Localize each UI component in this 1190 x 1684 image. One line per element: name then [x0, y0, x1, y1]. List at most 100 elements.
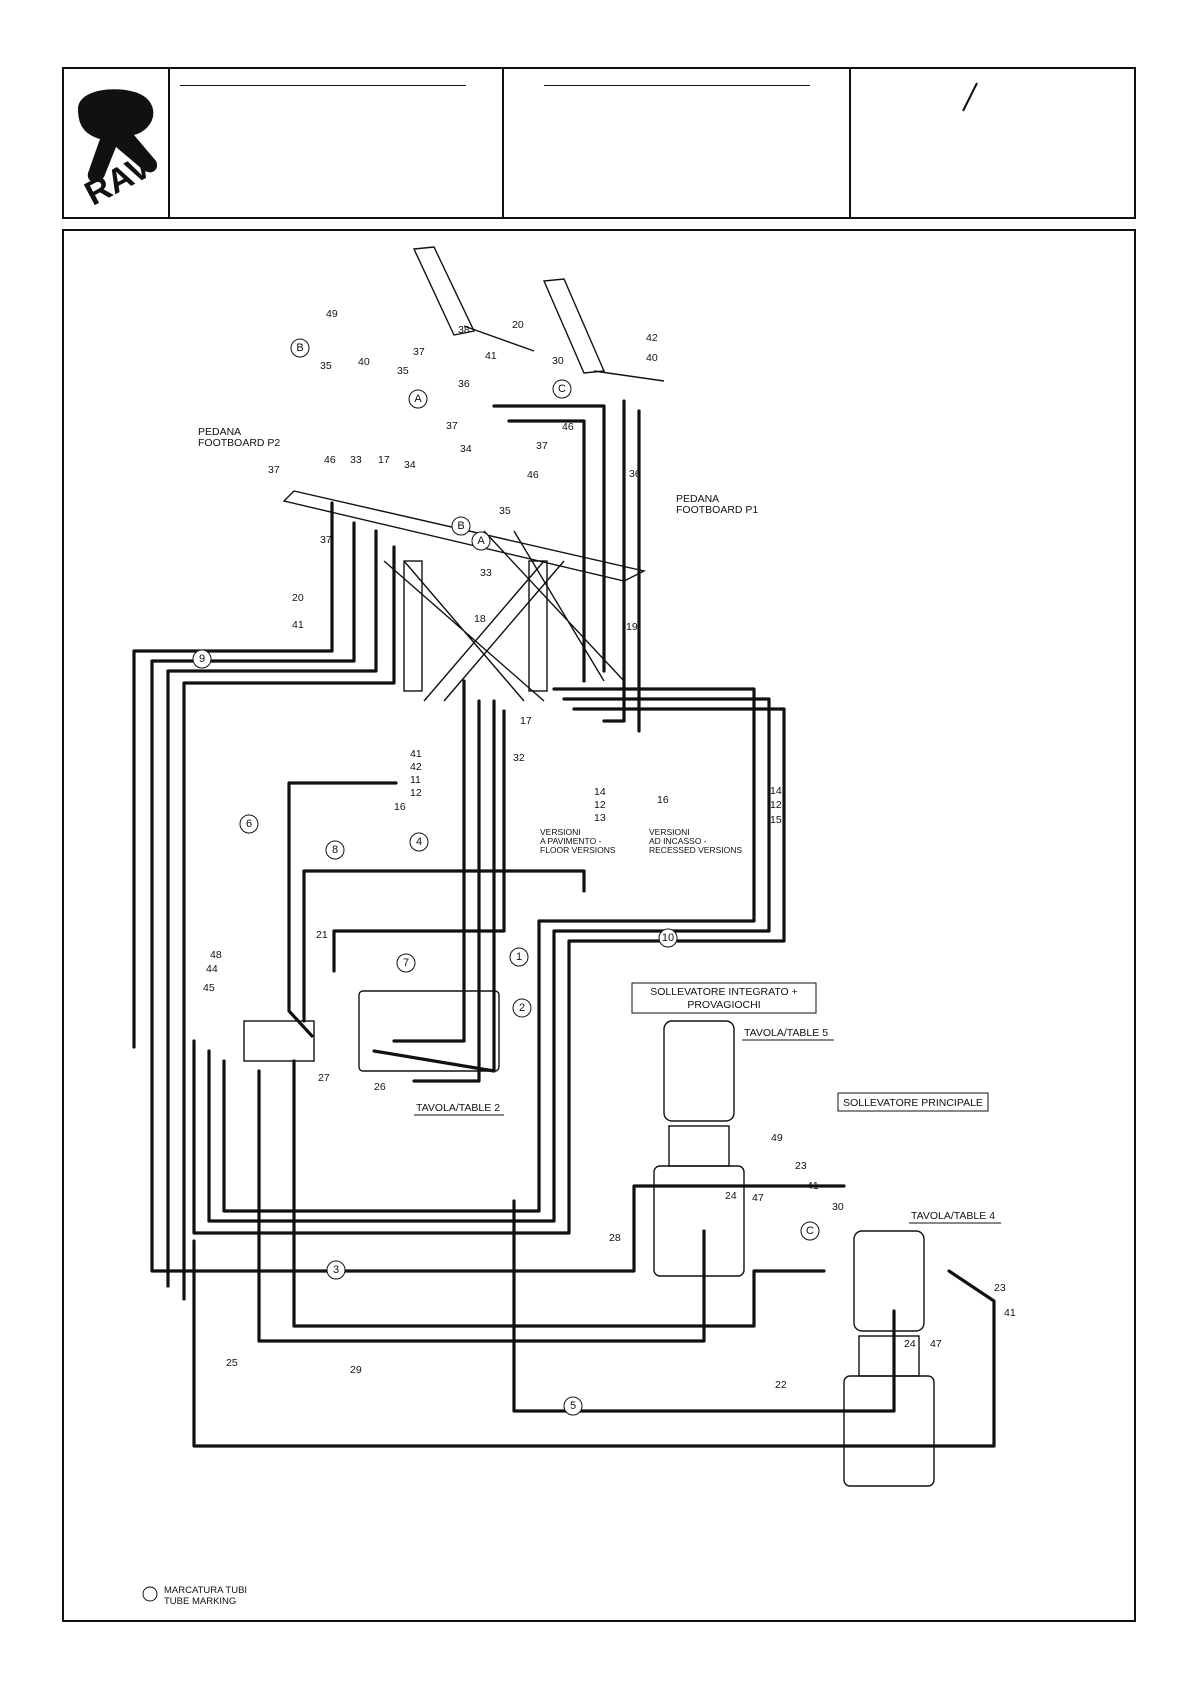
part-43-top: 42	[646, 332, 658, 344]
label-sollevatore-principale: SOLLEVATORE PRINCIPALE	[843, 1097, 983, 1109]
tube-marker-5: 5	[570, 1400, 576, 1412]
marker-b-top: B	[296, 342, 303, 354]
diagram-labels: PEDANA FOOTBOARD P2 PEDANA FOOTBOARD P1 …	[142, 426, 1001, 1607]
part-29: 29	[350, 1364, 362, 1376]
tube-marker-1: 1	[516, 951, 522, 963]
label-sollevatore-integrato-1: SOLLEVATORE INTEGRATO +	[650, 986, 798, 998]
tube-marker-8: 8	[332, 844, 338, 856]
part-24-a: 24	[725, 1190, 737, 1202]
marker-a-mid: A	[477, 535, 485, 547]
part-14-b: 14	[770, 785, 782, 797]
part-46-c: 46	[324, 454, 336, 466]
part-48: 48	[210, 949, 222, 961]
part-37-mid: 37	[446, 420, 458, 432]
part-35-b: 35	[499, 505, 511, 517]
part-numbers: 49 38 37 40 35 35 36 20 41 30 42 40 37 4…	[203, 308, 1016, 1391]
part-14-a: 14	[594, 786, 606, 798]
marker-b-mid: B	[457, 520, 464, 532]
hydraulic-schematic: 1 2 3 4 5 6 7 8 9 10 B A C B A C 49 38 3…	[132, 246, 1016, 1607]
part-12-b: 12	[594, 799, 606, 811]
label-pedana-p2-2: FOOTBOARD P2	[198, 437, 280, 449]
part-41-a: 41	[807, 1180, 819, 1192]
part-12-c: 12	[770, 799, 782, 811]
part-12-a: 12	[410, 787, 422, 799]
hose-routes	[132, 399, 996, 1448]
legend-circle-icon	[142, 1586, 158, 1602]
part-25: 25	[226, 1357, 238, 1369]
part-37-top: 37	[413, 346, 425, 358]
part-17-b: 17	[520, 715, 532, 727]
label-versioni-pav-3: FLOOR VERSIONS	[540, 845, 616, 855]
part-44: 44	[206, 963, 218, 975]
part-21: 21	[316, 929, 328, 941]
part-13: 13	[594, 812, 606, 824]
part-15: 15	[770, 814, 782, 826]
part-38: 38	[458, 324, 470, 336]
label-sollevatore-integrato-2: PROVAGIOCHI	[687, 999, 760, 1011]
label-pedana-p2-1: PEDANA	[198, 426, 241, 438]
part-23-b: 23	[994, 1282, 1006, 1294]
label-versioni-pav-2: A PAVIMENTO -	[540, 836, 602, 846]
part-24-b: 24	[904, 1338, 916, 1350]
lift-structure	[282, 246, 665, 702]
title-block: RAV	[62, 67, 1136, 219]
tube-markers: 1 2 3 4 5 6 7 8 9 10	[192, 649, 678, 1416]
part-49-pump: 49	[771, 1132, 783, 1144]
part-35-top: 35	[320, 360, 332, 372]
part-27: 27	[318, 1072, 330, 1084]
part-23-a: 23	[795, 1160, 807, 1172]
tube-marker-4: 4	[416, 836, 422, 848]
label-tavola-2: TAVOLA/TABLE 2	[416, 1102, 500, 1114]
tube-marker-3: 3	[333, 1264, 339, 1276]
part-40: 40	[646, 352, 658, 364]
part-34-b: 34	[404, 459, 416, 471]
tube-marker-9: 9	[199, 653, 205, 665]
description-cell	[504, 69, 851, 217]
part-43: 42	[410, 761, 422, 773]
part-20-top: 20	[512, 319, 524, 331]
part-45: 45	[203, 982, 215, 994]
part-33-b: 33	[480, 567, 492, 579]
pump-units	[243, 990, 935, 1487]
letter-markers: B A C B A C	[290, 338, 820, 1241]
revision-cell	[851, 69, 1134, 217]
label-versioni-inc-3: RECESSED VERSIONS	[649, 845, 742, 855]
legend-line-1: MARCATURA TUBI	[164, 1585, 247, 1596]
part-32: 32	[513, 752, 525, 764]
label-pedana-p1-1: PEDANA	[676, 493, 719, 505]
part-36-mid: 36	[629, 468, 641, 480]
part-37-right: 37	[536, 440, 548, 452]
part-49-top: 49	[326, 308, 338, 320]
logo-cell: RAV	[64, 69, 170, 217]
label-versioni-inc-2: AD INCASSO -	[649, 836, 707, 846]
part-41-mid: 41	[292, 619, 304, 631]
part-16-b: 16	[657, 794, 669, 806]
part-30-pump: 30	[832, 1201, 844, 1213]
tube-marker-6: 6	[246, 818, 252, 830]
part-46-a: 46	[562, 421, 574, 433]
marker-a-top: A	[414, 393, 422, 405]
part-36-top: 36	[458, 378, 470, 390]
part-47-a: 47	[752, 1192, 764, 1204]
marker-c-pump: C	[806, 1225, 814, 1237]
title-cell	[170, 69, 504, 217]
part-22: 22	[775, 1379, 787, 1391]
label-pedana-p1-2: FOOTBOARD P1	[676, 504, 758, 516]
part-39: 40	[358, 356, 370, 368]
label-tavola-5: TAVOLA/TABLE 5	[744, 1027, 828, 1039]
part-18: 18	[474, 613, 486, 625]
part-47-b: 47	[930, 1338, 942, 1350]
part-33-a: 33	[350, 454, 362, 466]
part-30-top: 30	[552, 355, 564, 367]
label-versioni-pav-1: VERSIONI	[540, 827, 581, 837]
part-34-a: 34	[460, 443, 472, 455]
part-19: 19	[626, 621, 638, 633]
part-20-mid: 20	[292, 592, 304, 604]
part-16-a: 16	[394, 801, 406, 813]
tube-marker-10: 10	[662, 932, 674, 944]
slash-mark	[962, 82, 978, 112]
part-17-a: 17	[378, 454, 390, 466]
part-42: 41	[410, 748, 422, 760]
part-28: 28	[609, 1232, 621, 1244]
part-41-top: 41	[485, 350, 497, 362]
